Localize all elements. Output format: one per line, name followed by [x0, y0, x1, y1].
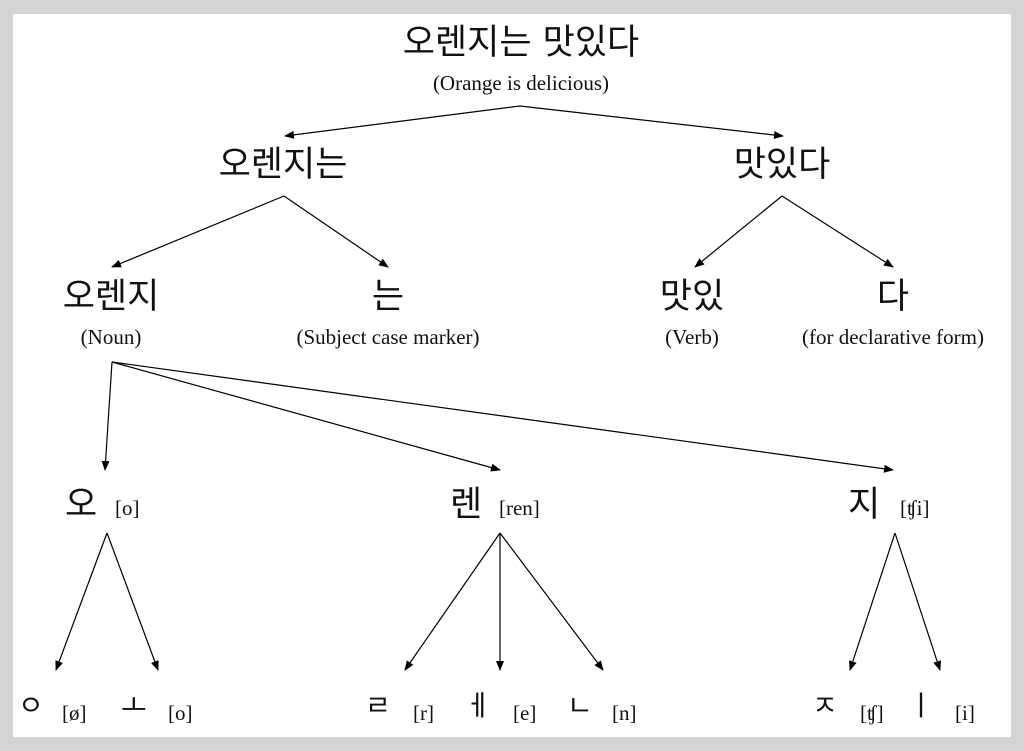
jamo-i: ㅣ [908, 689, 934, 722]
edge-orenji-to-ji [111, 361, 894, 473]
edge-orenji-to-o [101, 361, 113, 471]
node-masit: 맛있 [659, 277, 725, 317]
edge-o-to-ieung [55, 532, 108, 671]
edge-masitda-to-da [781, 195, 894, 268]
root-gloss: (Orange is delicious) [432, 71, 610, 95]
edge-ren-to-nieun [499, 532, 604, 671]
gloss-verb: (Verb) [665, 325, 719, 349]
syllable-o: 오 [65, 485, 98, 525]
ipa-ieung: [ø] [62, 701, 87, 725]
node-da: 다 [876, 277, 910, 317]
gloss-declarative-form: (for declarative form) [802, 325, 984, 349]
syllable-ji: 지 [848, 485, 881, 525]
ipa-o: [o] [115, 496, 140, 520]
gloss-subject-case-marker: (Subject case marker) [296, 325, 480, 349]
syllable-ren: 렌 [450, 485, 483, 525]
root-korean: 오렌지는 맛있다 [402, 23, 640, 63]
node-orenjineun: 오렌지는 [218, 145, 348, 185]
edge-masitda-to-masit [694, 195, 783, 268]
jamo-o: ㅗ [121, 689, 147, 722]
jamo-jieut: ㅈ [812, 689, 838, 722]
edge-ji-to-i-vowel [894, 532, 941, 671]
ipa-ji: [ʧi] [900, 496, 930, 520]
jamo-ieung: ㅇ [18, 689, 44, 722]
node-orenji: 오렌지 [62, 277, 160, 317]
edge-o-to-o-vowel [106, 532, 159, 671]
jamo-e: ㅔ [465, 689, 491, 722]
edge-root-to-orenjineun [284, 105, 521, 139]
jamo-rieul: ㄹ [365, 689, 391, 722]
ipa-i-vowel: [i] [955, 701, 975, 725]
node-neun: 는 [371, 277, 405, 317]
gloss-noun: (Noun) [80, 325, 142, 349]
edge-orenjineun-to-orenji [111, 195, 285, 268]
edge-orenjineun-to-neun [283, 195, 389, 268]
edge-orenji-to-ren [111, 361, 501, 472]
ipa-rieul: [r] [413, 701, 434, 725]
diagram-panel [13, 14, 1011, 737]
ipa-nieun: [n] [612, 701, 637, 725]
jamo-nieun: ㄴ [567, 689, 593, 722]
edge-root-to-masitda [519, 105, 784, 139]
ipa-ren: [ren] [499, 496, 540, 520]
ipa-o-vowel: [o] [168, 701, 193, 725]
ipa-jieut: [ʧ] [860, 701, 884, 725]
ipa-e-vowel: [e] [513, 701, 537, 725]
edge-ren-to-rieul [404, 532, 501, 671]
edge-ji-to-jieut [849, 532, 896, 671]
node-masitda: 맛있다 [733, 145, 831, 185]
